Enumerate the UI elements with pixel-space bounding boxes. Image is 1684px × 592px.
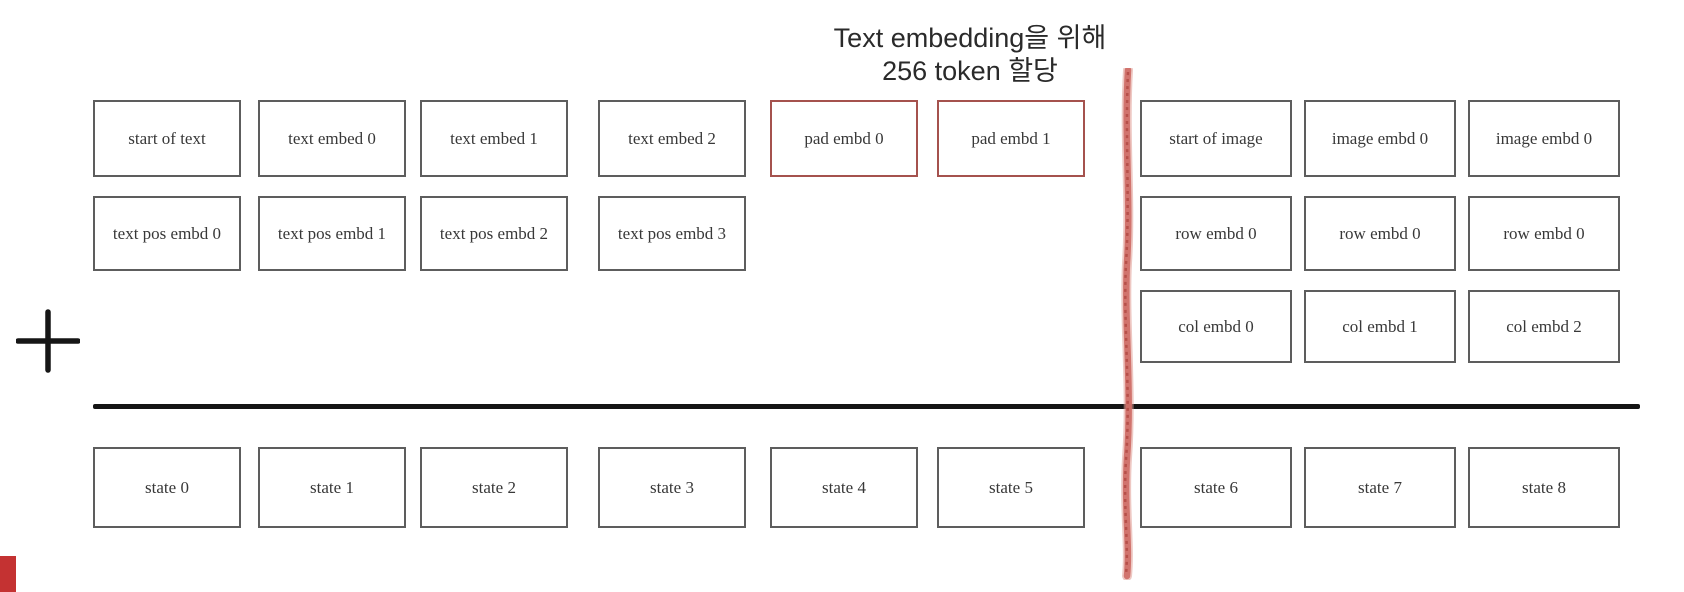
token-box-row-embd-0a: row embd 0 bbox=[1140, 196, 1292, 271]
state-box-7: state 7 bbox=[1304, 447, 1456, 528]
token-box-text-embed-1: text embed 1 bbox=[420, 100, 568, 177]
annotation-caption: Text embedding을 위해 256 token 할당 bbox=[780, 22, 1160, 88]
token-box-col-embd-2: col embd 2 bbox=[1468, 290, 1620, 363]
token-box-row-embd-0c: row embd 0 bbox=[1468, 196, 1620, 271]
state-box-5: state 5 bbox=[937, 447, 1085, 528]
token-box-col-embd-0: col embd 0 bbox=[1140, 290, 1292, 363]
token-box-image-embd-0b: image embd 0 bbox=[1468, 100, 1620, 177]
token-box-pad-embd-1: pad embd 1 bbox=[937, 100, 1085, 177]
state-box-2: state 2 bbox=[420, 447, 568, 528]
state-box-6: state 6 bbox=[1140, 447, 1292, 528]
plus-icon bbox=[16, 309, 80, 373]
token-box-col-embd-1: col embd 1 bbox=[1304, 290, 1456, 363]
token-box-image-embd-0a: image embd 0 bbox=[1304, 100, 1456, 177]
token-box-pad-embd-0: pad embd 0 bbox=[770, 100, 918, 177]
token-box-text-pos-embd-0: text pos embd 0 bbox=[93, 196, 241, 271]
state-box-3: state 3 bbox=[598, 447, 746, 528]
annotation-line-2: 256 token 할당 bbox=[882, 56, 1058, 86]
token-box-text-pos-embd-2: text pos embd 2 bbox=[420, 196, 568, 271]
state-box-0: state 0 bbox=[93, 447, 241, 528]
state-box-1: state 1 bbox=[258, 447, 406, 528]
token-box-text-pos-embd-3: text pos embd 3 bbox=[598, 196, 746, 271]
state-box-8: state 8 bbox=[1468, 447, 1620, 528]
token-box-text-embed-2: text embed 2 bbox=[598, 100, 746, 177]
token-box-text-pos-embd-1: text pos embd 1 bbox=[258, 196, 406, 271]
separator-line bbox=[93, 404, 1640, 409]
token-box-row-embd-0b: row embd 0 bbox=[1304, 196, 1456, 271]
annotation-line-1: Text embedding을 위해 bbox=[833, 23, 1107, 53]
red-corner-marker bbox=[0, 556, 16, 592]
token-box-start-of-image: start of image bbox=[1140, 100, 1292, 177]
state-box-4: state 4 bbox=[770, 447, 918, 528]
token-box-text-embed-0: text embed 0 bbox=[258, 100, 406, 177]
token-box-start-of-text: start of text bbox=[93, 100, 241, 177]
